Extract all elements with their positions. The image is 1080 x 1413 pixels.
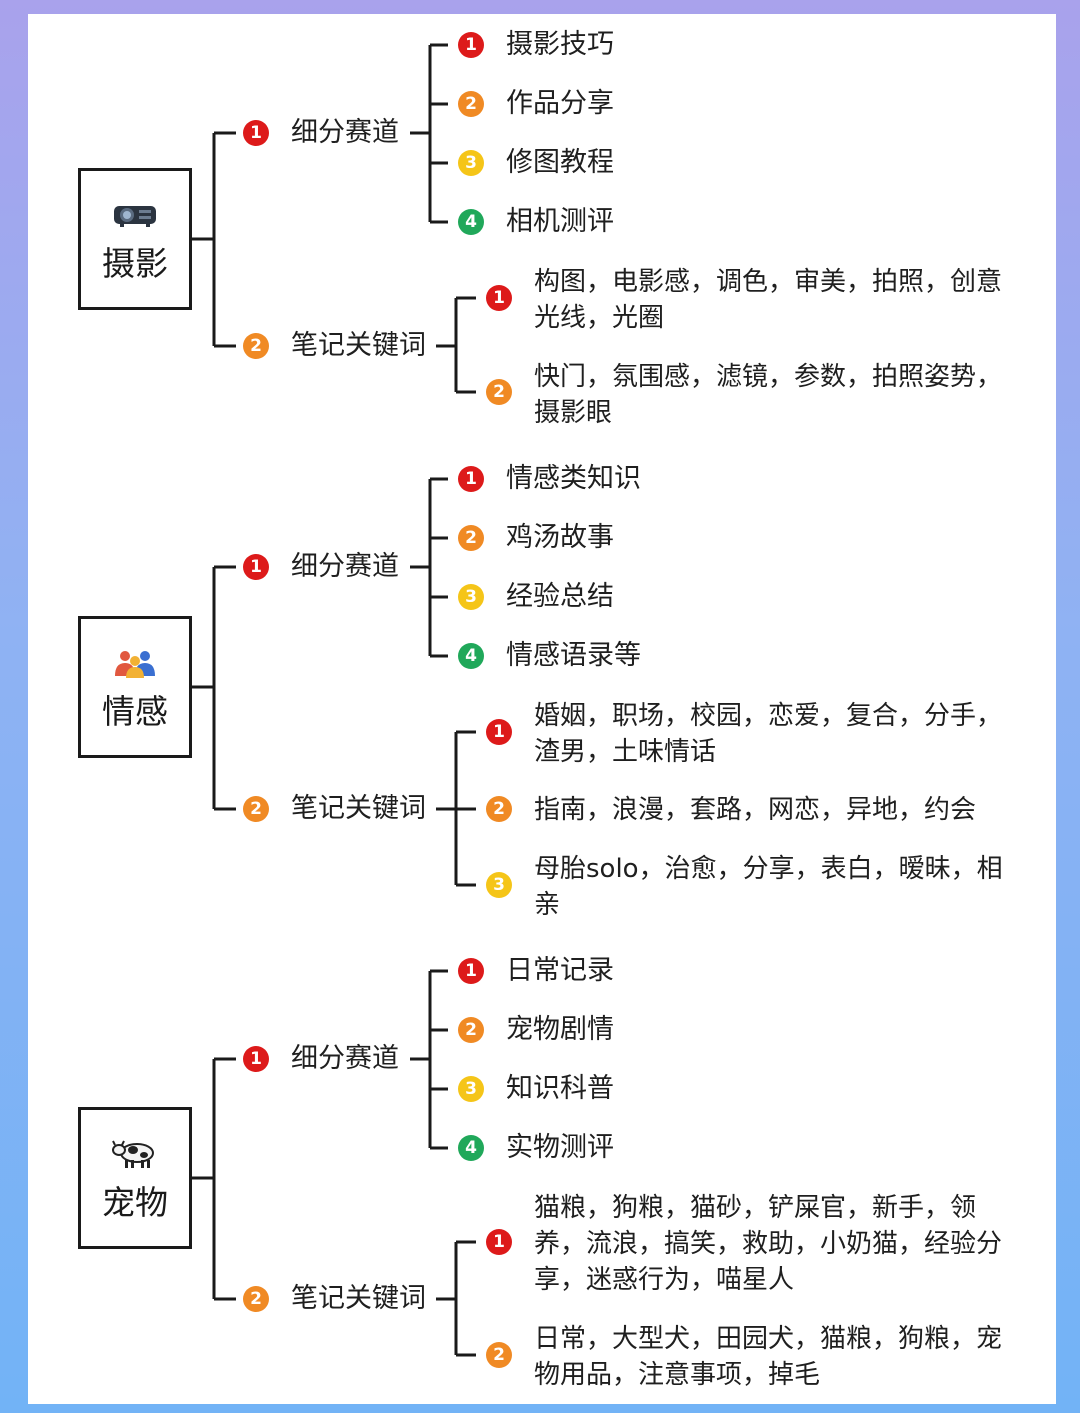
sub-track-item: 摄影技巧	[506, 29, 614, 60]
projector-icon	[112, 195, 158, 235]
sub-track-item: 经验总结	[506, 581, 614, 612]
badge-4: 4	[458, 643, 484, 669]
category-box-emotion: 情感	[78, 616, 192, 758]
sub-track-item: 鸡汤故事	[506, 522, 614, 553]
badge-2: 2	[458, 91, 484, 117]
category-title: 情感	[102, 692, 168, 731]
badge-1: 1	[243, 554, 269, 580]
category-title: 宠物	[102, 1183, 168, 1222]
badge-3: 3	[486, 872, 512, 898]
branch-label-subtracks: 细分赛道	[291, 551, 399, 582]
sub-track-item: 情感语录等	[506, 640, 641, 671]
badge-1: 1	[243, 1046, 269, 1072]
badge-2: 2	[486, 796, 512, 822]
badge-1: 1	[243, 120, 269, 146]
keyword-text: 母胎solo，治愈，分享，表白，暧昧，相亲	[534, 854, 1003, 920]
sub-track-item: 宠物剧情	[506, 1014, 614, 1045]
sub-track-item: 修图教程	[506, 147, 614, 178]
badge-2: 2	[486, 1342, 512, 1368]
branch-label-keywords: 笔记关键词	[291, 330, 426, 361]
badge-2: 2	[458, 525, 484, 551]
category-box-pets: 宠物	[78, 1107, 192, 1249]
branch-label-subtracks: 细分赛道	[291, 117, 399, 148]
keyword-text: 婚姻，职场，校园，恋爱，复合，分手，渣男，土味情话	[534, 701, 1003, 767]
branch-label-subtracks: 细分赛道	[291, 1043, 399, 1074]
sub-track-item: 相机测评	[506, 206, 614, 237]
sub-track-item: 作品分享	[506, 88, 614, 119]
badge-2: 2	[458, 1017, 484, 1043]
badge-1: 1	[486, 719, 512, 745]
badge-1: 1	[486, 285, 512, 311]
badge-3: 3	[458, 150, 484, 176]
sub-track-item: 实物测评	[506, 1132, 614, 1163]
badge-2: 2	[243, 796, 269, 822]
badge-4: 4	[458, 1135, 484, 1161]
badge-3: 3	[458, 1076, 484, 1102]
sub-track-item: 知识科普	[506, 1073, 614, 1104]
sub-track-item: 日常记录	[506, 955, 614, 986]
badge-1: 1	[458, 32, 484, 58]
badge-1: 1	[458, 466, 484, 492]
keyword-text: 构图，电影感，调色，审美，拍照，创意光线，光圈	[534, 267, 1003, 333]
keyword-text: 日常，大型犬，田园犬，猫粮，狗粮，宠物用品，注意事项，掉毛	[534, 1324, 1003, 1390]
badge-2: 2	[486, 379, 512, 405]
sub-track-item: 情感类知识	[506, 463, 641, 494]
keyword-text: 指南，浪漫，套路，网恋，异地，约会	[534, 795, 977, 825]
keyword-text: 猫粮，狗粮，猫砂，铲屎官，新手，领养，流浪，搞笑，救助，小奶猫，经验分享，迷惑行…	[534, 1193, 1003, 1295]
people-icon	[111, 643, 159, 683]
badge-2: 2	[243, 1286, 269, 1312]
branch-label-keywords: 笔记关键词	[291, 1283, 426, 1314]
branch-label-keywords: 笔记关键词	[291, 793, 426, 824]
category-box-photography: 摄影	[78, 168, 192, 310]
cow-icon	[111, 1134, 159, 1174]
badge-1: 1	[486, 1229, 512, 1255]
badge-2: 2	[243, 333, 269, 359]
keyword-text: 快门，氛围感，滤镜，参数，拍照姿势，摄影眼	[534, 362, 1003, 428]
badge-1: 1	[458, 958, 484, 984]
badge-4: 4	[458, 209, 484, 235]
badge-3: 3	[458, 584, 484, 610]
category-title: 摄影	[102, 244, 168, 283]
